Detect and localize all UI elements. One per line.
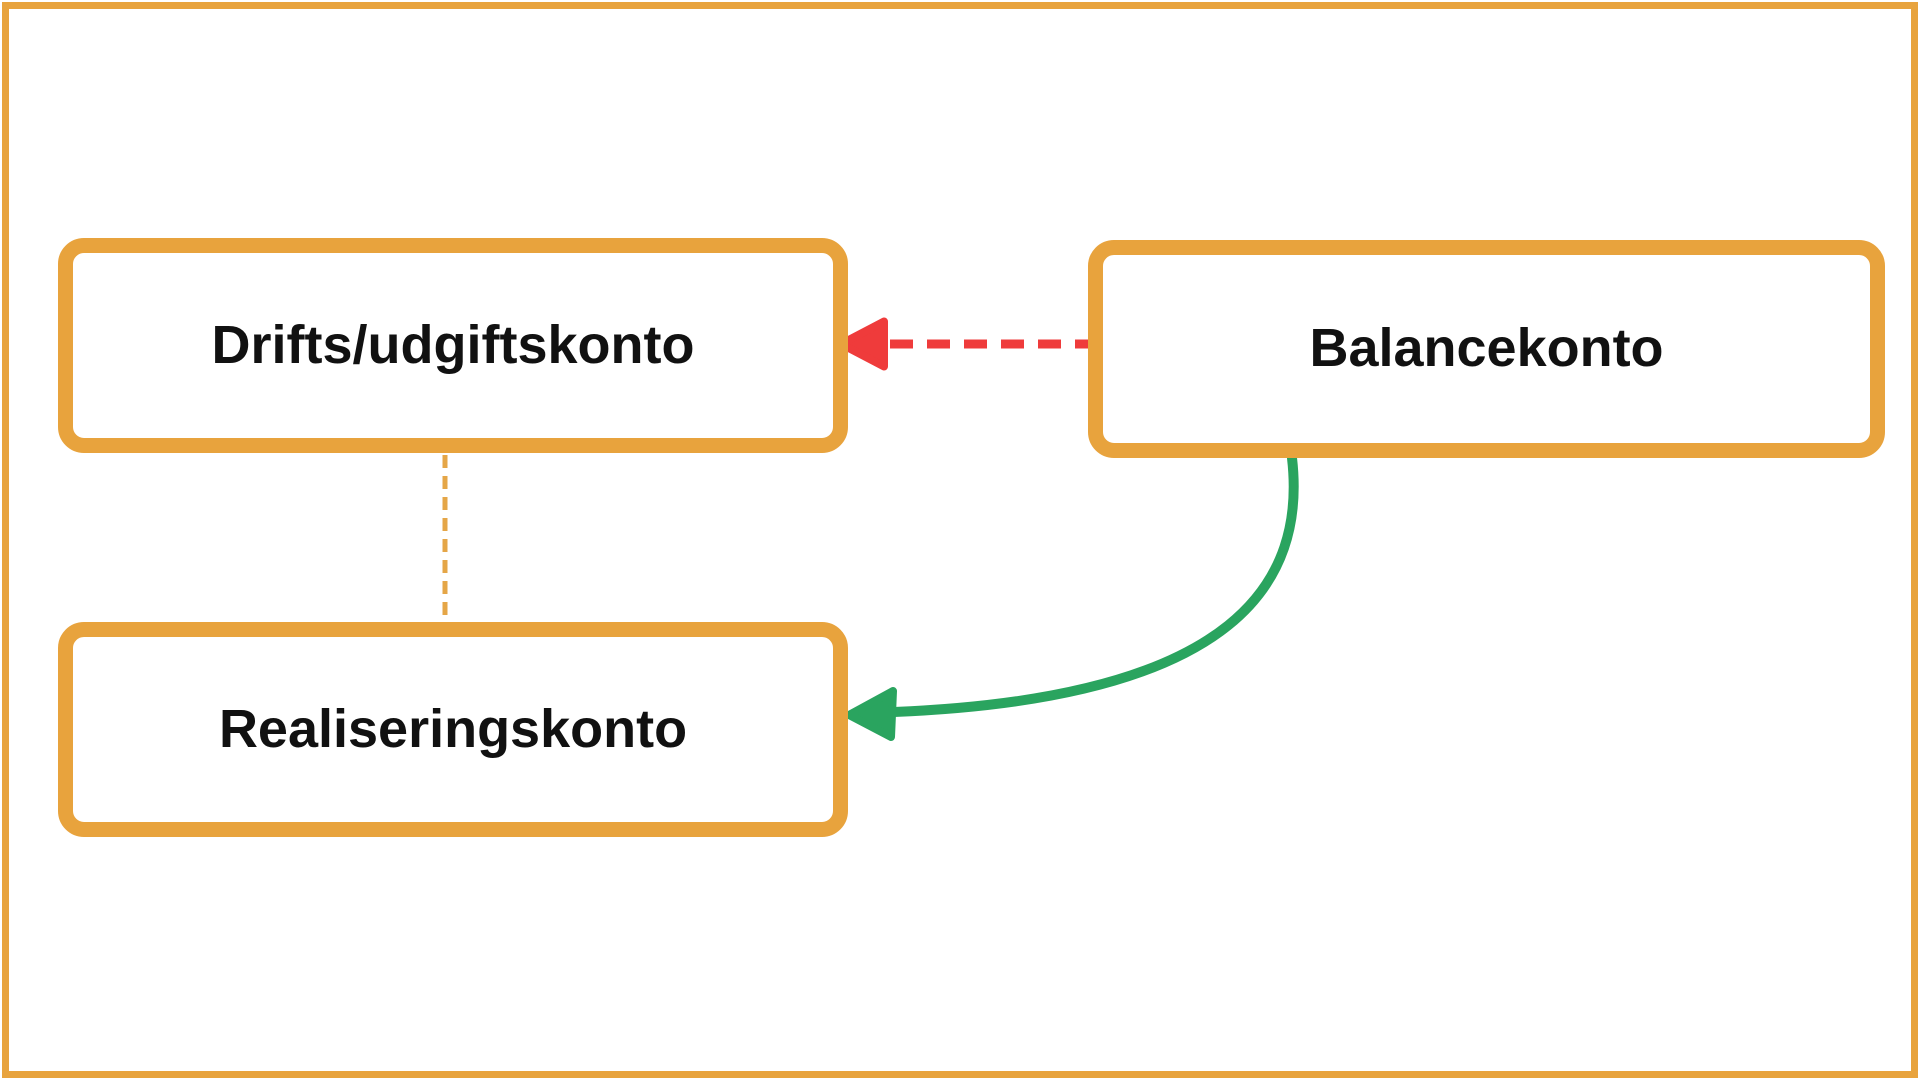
- edge-balance-to-drifts: [837, 317, 1098, 371]
- edge-balance-to-realisering-arrowhead: [845, 687, 897, 741]
- node-balancekonto-label: Balancekonto: [1309, 318, 1664, 379]
- node-drifts-udgiftskonto: Drifts/udgiftskonto: [58, 238, 848, 453]
- node-realiseringskonto-label: Realiseringskonto: [218, 698, 688, 759]
- edge-balance-to-realisering: [845, 453, 1299, 741]
- node-realiseringskonto: Realiseringskonto: [58, 622, 848, 837]
- edge-balance-to-realisering-line: [889, 453, 1299, 717]
- node-balancekonto: Balancekonto: [1088, 240, 1885, 458]
- node-drifts-udgiftskonto-label: Drifts/udgiftskonto: [211, 314, 695, 375]
